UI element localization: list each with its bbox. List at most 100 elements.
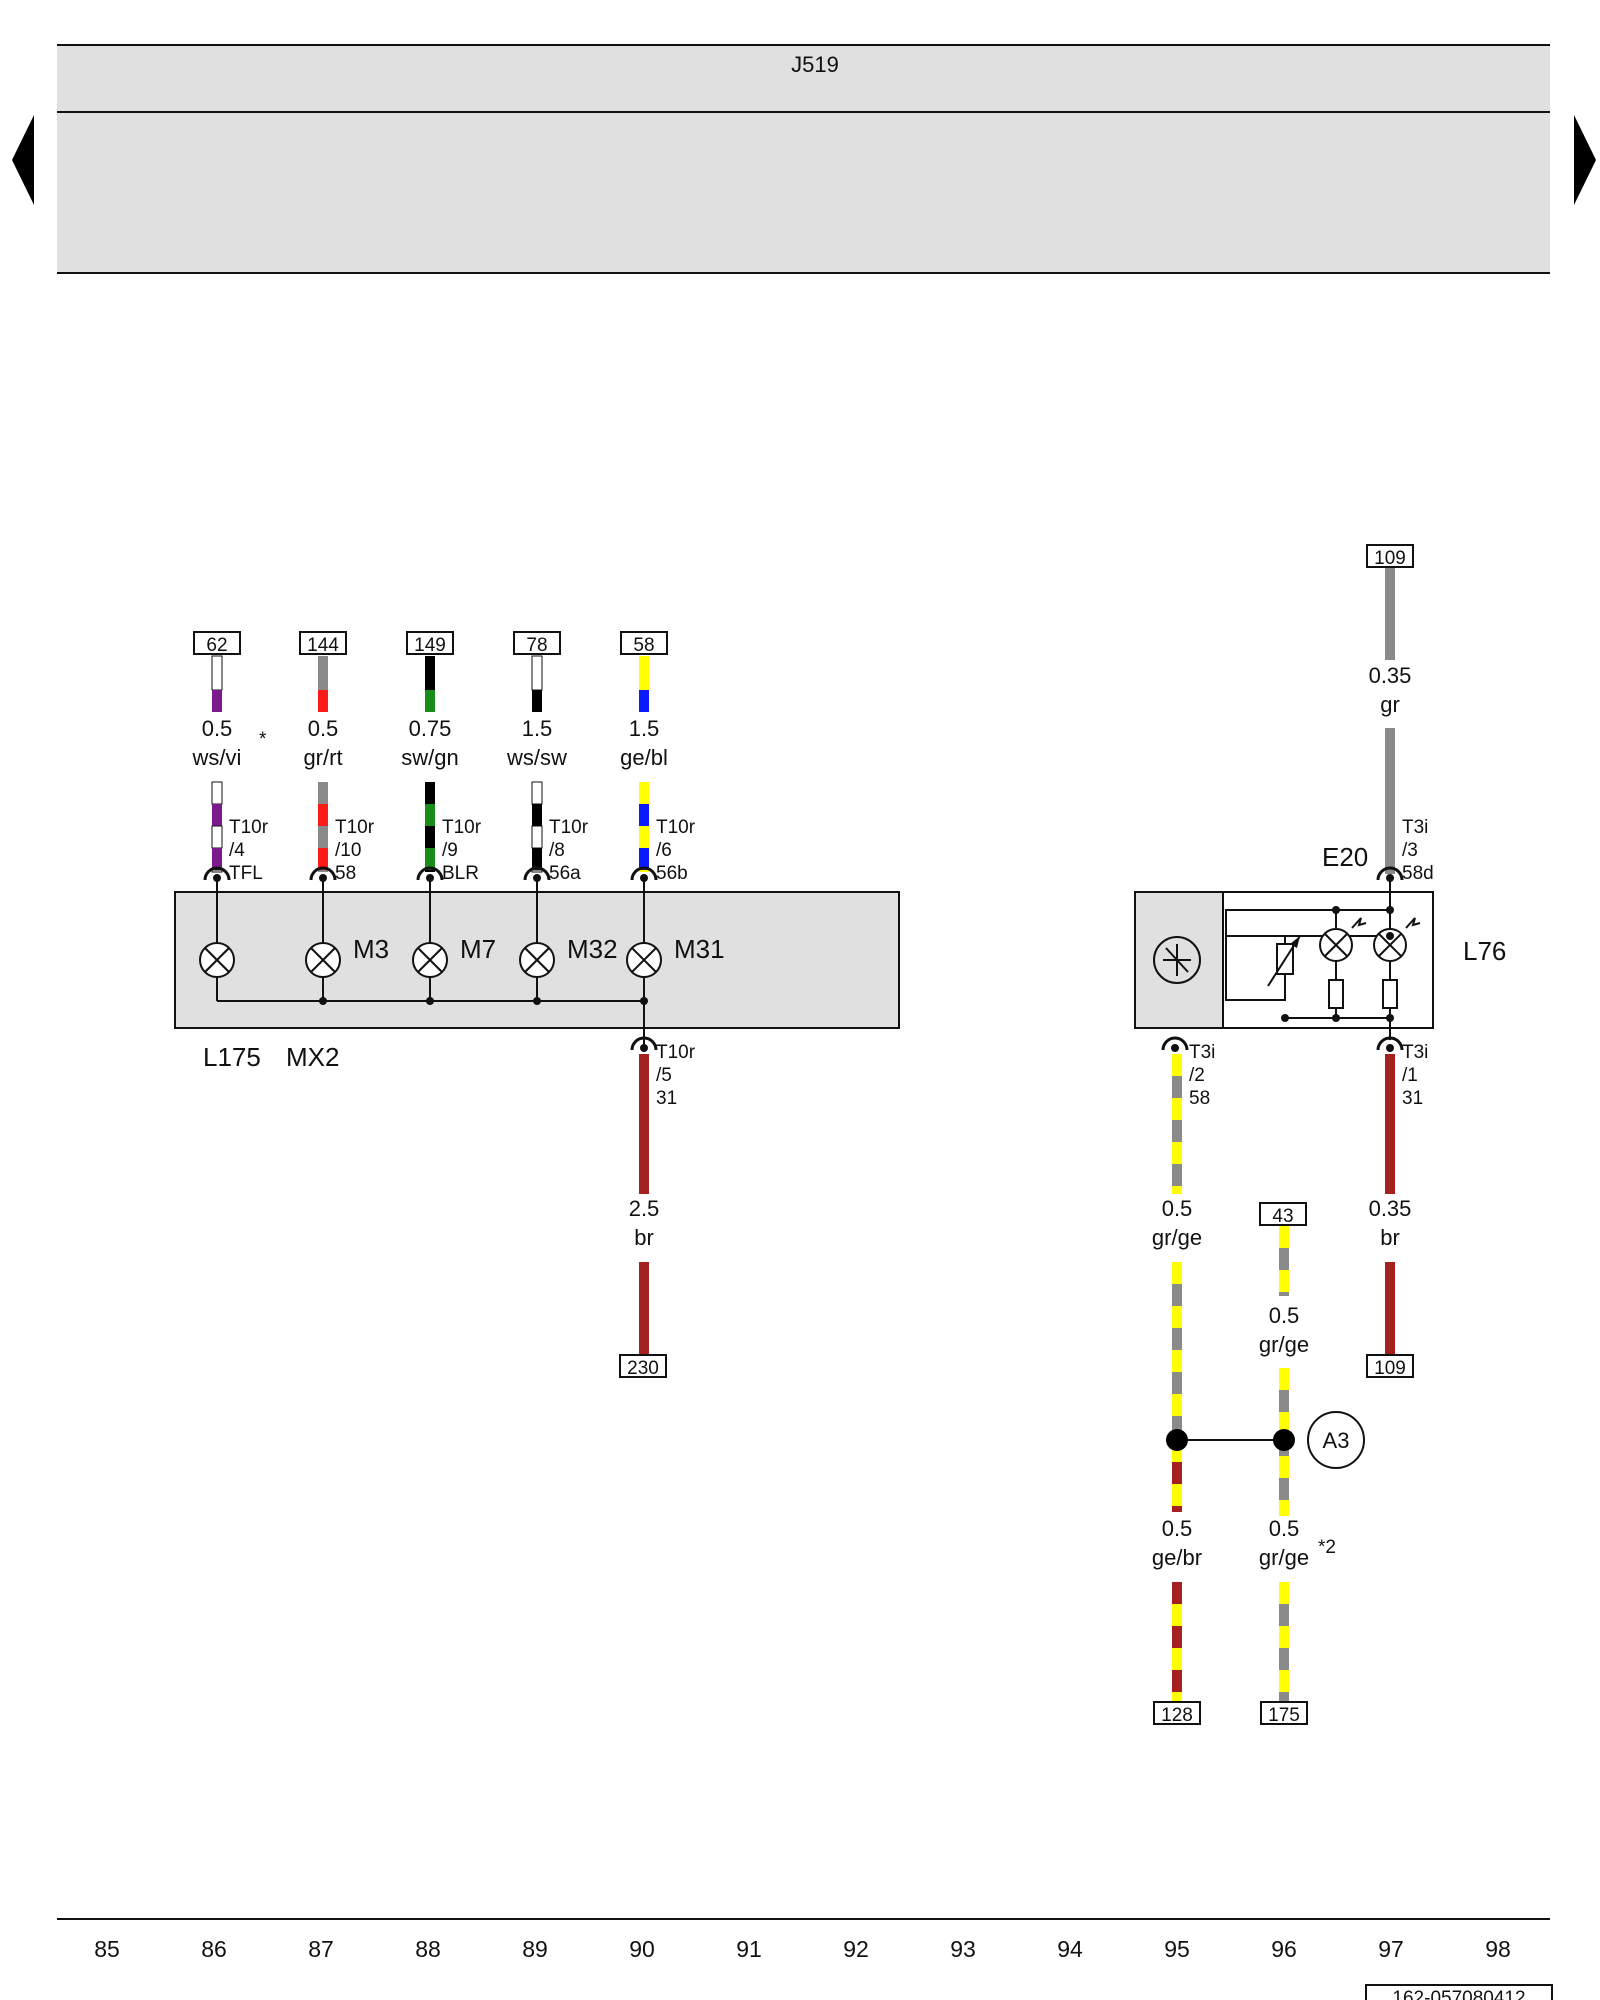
junction-out-right-ref-box[interactable] bbox=[1260, 1701, 1308, 1725]
switch-top-ref-box[interactable] bbox=[1366, 544, 1414, 568]
junction-out-left-ref-box[interactable] bbox=[1153, 1701, 1201, 1725]
switch-top-pin: /3 bbox=[1402, 840, 1418, 861]
axis-label: 87 bbox=[308, 1936, 334, 1962]
label-e20: E20 bbox=[1322, 842, 1368, 872]
wire-gauge: 1.5 bbox=[629, 716, 660, 741]
wire-term: 56a bbox=[549, 863, 581, 884]
junction-out-right-ref: 175 bbox=[1268, 1705, 1300, 1726]
axis-label: 94 bbox=[1057, 1936, 1083, 1962]
switch-right-color: br bbox=[1380, 1225, 1400, 1250]
axis-label: 86 bbox=[201, 1936, 227, 1962]
switch-top-ref: 109 bbox=[1374, 548, 1406, 569]
switch-top-conn: T3i bbox=[1402, 817, 1428, 838]
axis-label: 85 bbox=[94, 1936, 120, 1962]
wire-ref: 144 bbox=[307, 635, 339, 656]
wire-term: BLR bbox=[442, 863, 479, 884]
switch-top-term: 58d bbox=[1402, 863, 1434, 884]
junction-out-left-ref: 128 bbox=[1161, 1705, 1193, 1726]
wire-ref-box[interactable] bbox=[299, 631, 347, 655]
wire-pin: /9 bbox=[442, 840, 458, 861]
wire-pin: /4 bbox=[229, 840, 245, 861]
wire-conn: T10r bbox=[229, 817, 269, 838]
junction-in-ref-box[interactable] bbox=[1259, 1202, 1307, 1226]
wire-gauge: 1.5 bbox=[522, 716, 553, 741]
axis-label: 95 bbox=[1164, 1936, 1190, 1962]
junction-note: *2 bbox=[1318, 1537, 1336, 1558]
wire-pin: /8 bbox=[549, 840, 565, 861]
wire-gauge: 0.5 bbox=[202, 716, 233, 741]
wire-ref: 62 bbox=[206, 635, 227, 656]
connector-icon bbox=[203, 866, 231, 881]
wire-pin: /10 bbox=[335, 840, 361, 861]
axis-label: 89 bbox=[522, 1936, 548, 1962]
ground-pin: /5 bbox=[656, 1065, 672, 1086]
junction-in-ref: 43 bbox=[1272, 1206, 1293, 1227]
doc-id: 162-057080412 bbox=[1392, 1988, 1525, 2000]
switch-right-ref: 109 bbox=[1374, 1358, 1406, 1379]
wire-ref-box[interactable] bbox=[620, 631, 668, 655]
splice-left bbox=[1166, 1429, 1188, 1451]
junction-out-left-color: ge/br bbox=[1152, 1545, 1202, 1570]
switch-top-gauge: 0.35 bbox=[1369, 663, 1412, 688]
switch-top-color: gr bbox=[1380, 692, 1400, 717]
axis-label: 97 bbox=[1378, 1936, 1404, 1962]
module-lamp: M7 bbox=[412, 934, 496, 978]
wire-color: sw/gn bbox=[401, 745, 458, 770]
ground-ref-box[interactable] bbox=[619, 1354, 667, 1378]
connector-icon bbox=[523, 866, 551, 881]
junction-in-color: gr/ge bbox=[1259, 1332, 1309, 1357]
switch-right-conn: T3i bbox=[1402, 1042, 1428, 1063]
switch-right-term: 31 bbox=[1402, 1088, 1423, 1109]
prev-page-arrow-icon[interactable] bbox=[12, 115, 34, 205]
axis-label: 90 bbox=[629, 1936, 655, 1962]
ground-term: 31 bbox=[656, 1088, 677, 1109]
wire-ref-box[interactable] bbox=[513, 631, 561, 655]
doc-id-box bbox=[1365, 1984, 1553, 2000]
junction-out-left-gauge: 0.5 bbox=[1162, 1516, 1193, 1541]
wire-gauge: 0.75 bbox=[409, 716, 452, 741]
junction-label: A3 bbox=[1323, 1428, 1350, 1453]
wire-conn: T10r bbox=[335, 817, 375, 838]
wire-conn: T10r bbox=[656, 817, 696, 838]
switch-left-wire: T3i /2 58 0.5 gr/ge bbox=[1152, 1036, 1215, 1250]
switch-left-gauge: 0.5 bbox=[1162, 1196, 1193, 1221]
module-lamp bbox=[199, 942, 235, 978]
label-mx2: MX2 bbox=[286, 1042, 339, 1072]
lamp-label: M3 bbox=[353, 934, 389, 964]
ground-ref: 230 bbox=[627, 1358, 659, 1379]
axis-label: 88 bbox=[415, 1936, 441, 1962]
label-l76: L76 bbox=[1463, 936, 1506, 966]
ground-wire: T10r /5 31 2.5 br 230 bbox=[619, 1036, 696, 1379]
dimmer-icon bbox=[1153, 936, 1201, 984]
connector-icon bbox=[630, 866, 658, 881]
switch-right-ref-box[interactable] bbox=[1366, 1354, 1414, 1378]
wire-term: 58 bbox=[335, 863, 356, 884]
module-lamp: M3 bbox=[305, 934, 389, 978]
lamp-label: M31 bbox=[674, 934, 725, 964]
wire-conn: T10r bbox=[442, 817, 482, 838]
wire-color: ge/bl bbox=[620, 745, 668, 770]
label-l175: L175 bbox=[203, 1042, 261, 1072]
wire-color: ws/vi bbox=[192, 745, 242, 770]
next-page-arrow-icon[interactable] bbox=[1574, 115, 1596, 205]
wire-ref: 58 bbox=[633, 635, 654, 656]
wire-ref-box[interactable] bbox=[406, 631, 454, 655]
connector-icon bbox=[309, 866, 337, 881]
switch-left-pin: /2 bbox=[1189, 1065, 1205, 1086]
lamp-label: M7 bbox=[460, 934, 496, 964]
junction-out-right-color: gr/ge bbox=[1259, 1545, 1309, 1570]
axis-label: 98 bbox=[1485, 1936, 1511, 1962]
ground-color: br bbox=[634, 1225, 654, 1250]
wire-ref-box[interactable] bbox=[193, 631, 241, 655]
splice-right bbox=[1273, 1429, 1295, 1451]
junction-out-right-gauge: 0.5 bbox=[1269, 1516, 1300, 1541]
junction-in-gauge: 0.5 bbox=[1269, 1303, 1300, 1328]
wire-pin: /6 bbox=[656, 840, 672, 861]
wire-ref: 78 bbox=[526, 635, 547, 656]
wire-term: TFL bbox=[229, 863, 263, 884]
